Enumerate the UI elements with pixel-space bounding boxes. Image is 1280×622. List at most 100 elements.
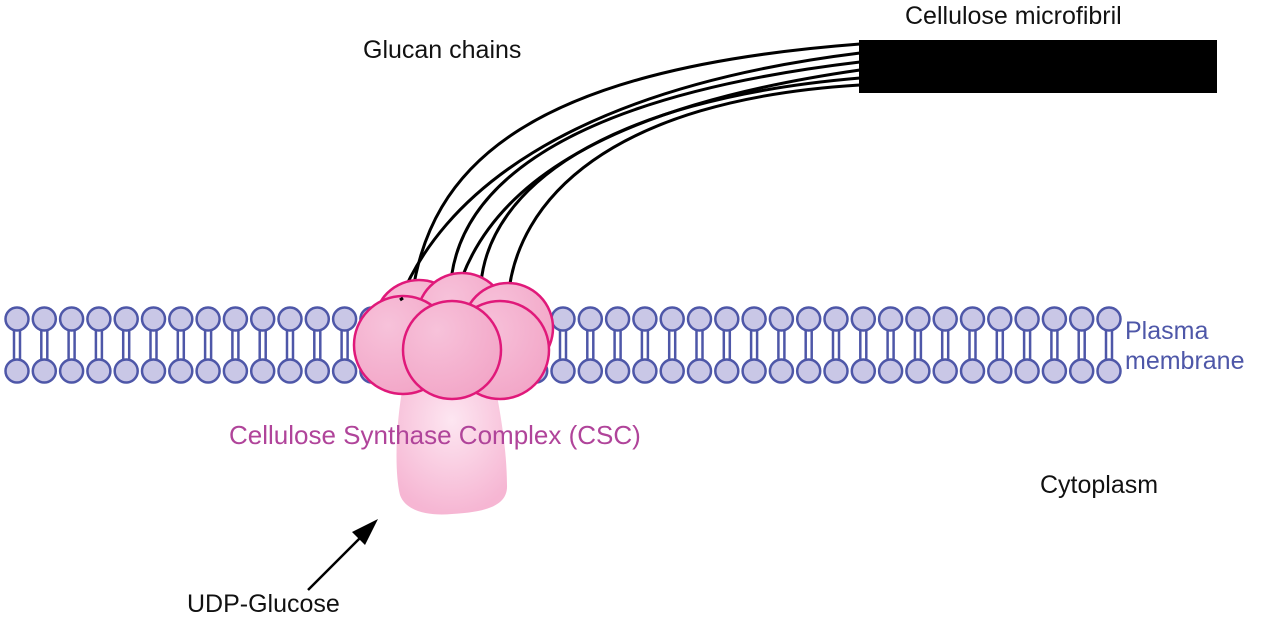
lipid-head xyxy=(222,306,249,332)
csc-cytoplasmic-domain xyxy=(396,380,508,515)
csc-subunit xyxy=(401,299,503,401)
lipid-pair xyxy=(1096,306,1122,384)
lipid-head xyxy=(4,306,30,332)
lipid-pair xyxy=(604,306,631,384)
lipid-pair xyxy=(1068,306,1095,384)
lipid-pair xyxy=(331,306,358,384)
lipid-head xyxy=(932,306,958,332)
udp-glucose-arrow-shaft xyxy=(307,531,367,591)
lipid-head xyxy=(577,358,604,384)
lipid-head xyxy=(714,306,740,332)
glucan-chains xyxy=(398,42,861,301)
lipid-head xyxy=(277,358,303,384)
lipid-pair xyxy=(277,306,303,384)
lipid-head xyxy=(741,306,767,332)
lipid-pair xyxy=(987,306,1013,384)
lipid-head xyxy=(1096,358,1122,384)
lipid-pair xyxy=(249,306,276,384)
lipid-head xyxy=(31,358,58,384)
lipid-pair xyxy=(659,306,685,384)
lipid-pair xyxy=(577,306,604,384)
lipid-head xyxy=(58,306,85,332)
lipid-pair xyxy=(632,306,658,384)
lipid-pair xyxy=(304,306,331,384)
lipid-head xyxy=(877,306,904,332)
lipid-head xyxy=(632,306,658,332)
lipid-head xyxy=(1096,306,1122,332)
lipid-pair xyxy=(877,306,904,384)
lipid-head xyxy=(195,358,221,384)
lipid-pair xyxy=(195,306,221,384)
lipid-pair xyxy=(4,306,30,384)
lipid-head xyxy=(168,358,194,384)
lipid-head xyxy=(959,306,986,332)
lipid-head xyxy=(58,358,85,384)
lipid-pair xyxy=(795,306,822,384)
lipid-head xyxy=(331,306,358,332)
lipid-pair xyxy=(140,306,167,384)
lipid-head xyxy=(604,358,631,384)
lipid-head xyxy=(823,358,849,384)
lipid-head xyxy=(1041,358,1068,384)
cytoplasm-label: Cytoplasm xyxy=(1040,471,1159,499)
lipid-head xyxy=(768,306,795,332)
lipid-head xyxy=(632,358,658,384)
lipid-pair xyxy=(741,306,767,384)
lipid-head xyxy=(4,358,30,384)
lipid-head xyxy=(577,306,604,332)
lipid-head xyxy=(905,306,931,332)
lipid-head xyxy=(113,306,139,332)
lipid-head xyxy=(1041,306,1068,332)
lipid-head xyxy=(877,358,904,384)
lipid-pair xyxy=(959,306,986,384)
lipid-pair xyxy=(31,306,58,384)
lipid-head xyxy=(331,358,358,384)
plasma-membrane-label-line1: Plasma xyxy=(1125,317,1209,345)
lipid-pair xyxy=(768,306,795,384)
lipid-head xyxy=(168,306,194,332)
lipid-head xyxy=(604,306,631,332)
cellulose-microfibril-label: Cellulose microfibril xyxy=(905,2,1122,30)
lipid-pair xyxy=(714,306,740,384)
lipid-head xyxy=(686,306,713,332)
lipid-head xyxy=(1014,358,1040,384)
udp-glucose-arrow-head xyxy=(352,519,378,545)
lipid-head xyxy=(86,358,112,384)
cellulose-microfibril xyxy=(859,40,1217,93)
glucan-chain xyxy=(453,68,861,301)
lipid-pair xyxy=(1014,306,1040,384)
lipid-pair xyxy=(222,306,249,384)
lipid-pair xyxy=(168,306,194,384)
csc-label: Cellulose Synthase Complex (CSC) xyxy=(229,420,641,450)
lipid-head xyxy=(1068,306,1095,332)
lipid-pair xyxy=(905,306,931,384)
lipid-pair xyxy=(823,306,849,384)
plasma-membrane-label: Plasma membrane xyxy=(1125,316,1245,376)
lipid-head xyxy=(741,358,767,384)
lipid-head xyxy=(795,358,822,384)
glucan-chains-label: Glucan chains xyxy=(363,36,522,64)
lipid-head xyxy=(850,358,877,384)
lipid-head xyxy=(550,306,576,332)
lipid-head xyxy=(659,358,685,384)
lipid-head xyxy=(277,306,303,332)
plasma-membrane-label-line2: membrane xyxy=(1125,347,1245,375)
lipid-head xyxy=(304,306,331,332)
lipid-head xyxy=(113,358,139,384)
lipid-head xyxy=(959,358,986,384)
lipid-pair xyxy=(58,306,85,384)
lipid-head xyxy=(987,358,1013,384)
lipid-head xyxy=(31,306,58,332)
lipid-pair xyxy=(932,306,958,384)
lipid-head xyxy=(686,358,713,384)
lipid-head xyxy=(195,306,221,332)
lipid-head xyxy=(86,306,112,332)
lipid-head xyxy=(249,358,276,384)
lipid-head xyxy=(768,358,795,384)
lipid-head xyxy=(714,358,740,384)
glucan-chain xyxy=(479,76,861,284)
plasma-membrane xyxy=(4,306,1122,384)
lipid-pair xyxy=(850,306,877,384)
lipid-head xyxy=(795,306,822,332)
